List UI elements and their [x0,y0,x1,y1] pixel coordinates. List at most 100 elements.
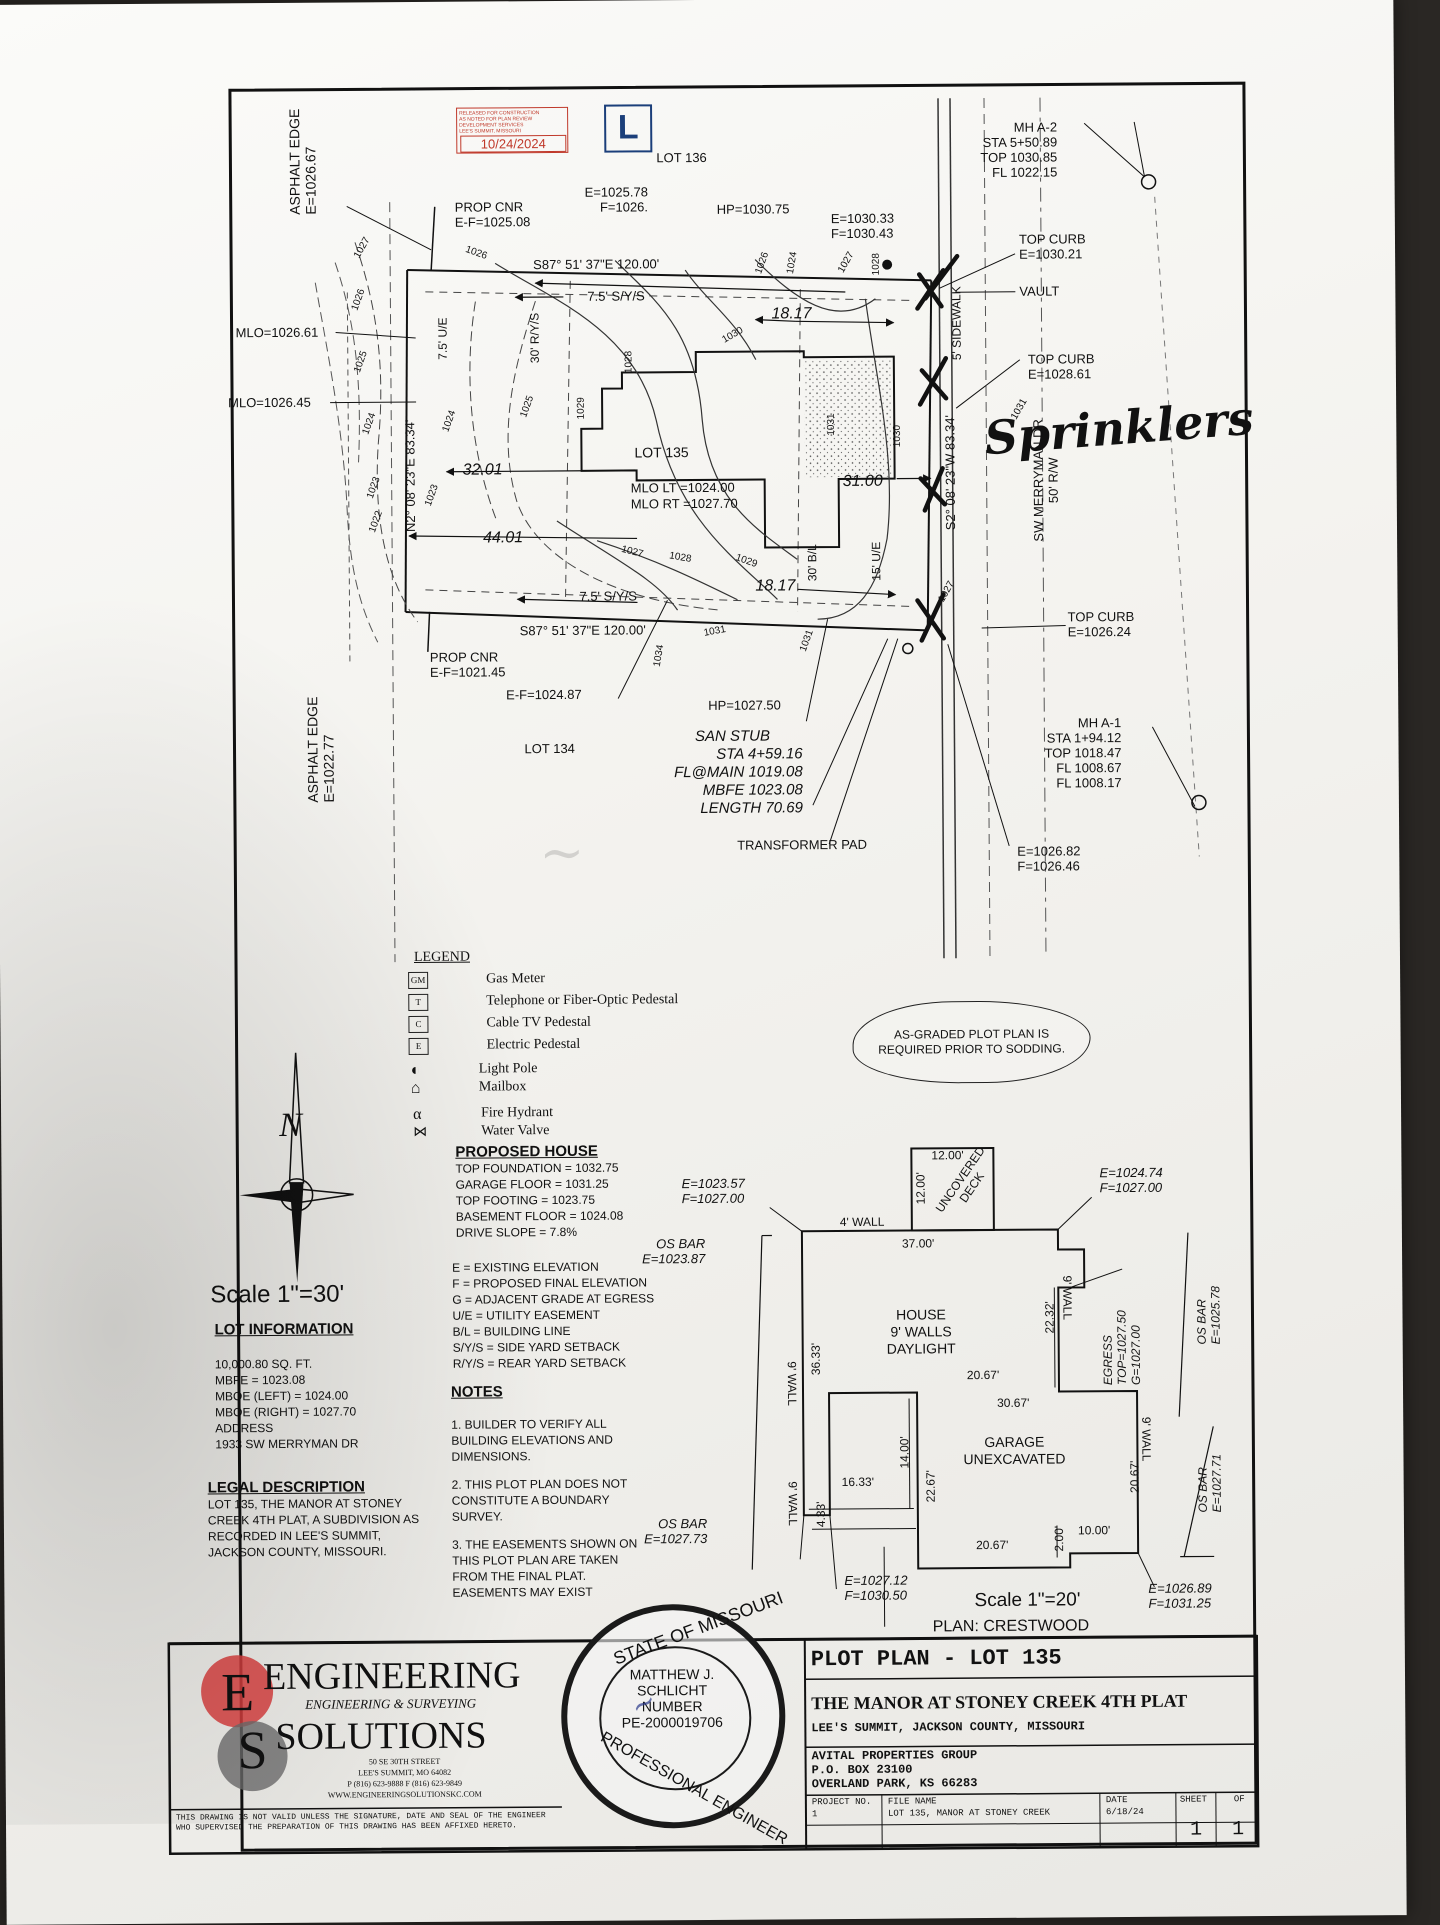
legend-label: Fire Hydrant [481,1105,553,1121]
ph-key: BASEMENT FLOOR = [456,1209,577,1224]
contour-label: 1030 [892,425,903,447]
san-stub-mbfe: MBFE 1023.08 [663,781,803,800]
cable-tv-pedestal-icon: C [408,1016,428,1033]
wall-9-bottom: 9' WALL [786,1481,800,1526]
elev-bottom-right: E=1026.82 F=1026.46 [1017,843,1080,873]
street-row: 50' R/W [1045,419,1061,542]
ph-key: DRIVE SLOPE = [456,1225,546,1240]
wall-4: 4' WALL [840,1215,885,1229]
hp-e-bottom-right: E=1026.89 F=1031.25 [1148,1580,1211,1610]
setback-syse-bottom: 7.5' S/Y/S [579,588,637,603]
wall-9-garage: 9' WALL [1139,1417,1153,1462]
location: LEE'S SUMMIT, JACKSON COUNTY, MISSOURI [811,1719,1085,1735]
house-label-1: HOUSE [886,1306,955,1323]
abbreviations: E = EXISTING ELEVATION F = PROPOSED FINA… [452,1258,655,1371]
hp-e-top-left: E=1023.57 F=1027.00 [682,1176,745,1206]
lot-info-line: 1933 SW MERRYMAN DR [215,1435,358,1452]
scale-bottom: Scale 1"=20' [974,1589,1080,1612]
hp-top: HP=1030.75 [717,201,790,217]
os-bar-tl-elev: E=1023.87 [642,1251,705,1266]
hp-e-bottom-right-f: F=1031.25 [1148,1595,1211,1610]
san-stub-sta: STA 4+59.16 [663,745,803,764]
os-bar-top-left: OS BAR E=1023.87 [642,1236,705,1266]
san-stub-fl: FL@MAIN 1019.08 [663,763,803,782]
legend-label: Electric Pedestal [487,1037,581,1053]
stamp-header-4: LEE'S SUMMIT, MISSOURI [459,128,565,135]
prop-cnr-top-elev: E-F=1025.08 [455,214,531,230]
prop-cnr-bottom-title: PROP CNR [430,649,506,665]
file-name-label: FILE NAME [888,1796,937,1806]
hp-bottom: HP=1027.50 [708,697,781,713]
lot-135-label: LOT 135 [634,444,688,460]
deck-height: 12.00' [913,1172,927,1204]
elev-top-right: E=1030.33 F=1030.43 [831,211,894,241]
lot-info-line: MBOE (LEFT) = 1024.00 [215,1387,358,1404]
egress-title: EGRESS [1100,1310,1115,1385]
street-label: SW MERRYMAN DR 50' R/W [1030,419,1061,542]
legal-title: LEGAL DESCRIPTION [208,1478,428,1497]
egress: EGRESS TOP=1027.50 G=1027.00 [1100,1310,1143,1385]
abbr-line: R/Y/S = REAR YARD SETBACK [453,1354,655,1371]
dim-18-17-bottom: 18.17 [755,577,795,595]
subdivision-name: THE MANOR AT STONEY CREEK 4TH PLAT [811,1691,1187,1715]
prop-cnr-top: PROP CNR E-F=1025.08 [455,199,531,230]
legal-description: LEGAL DESCRIPTION LOT 135, THE MANOR AT … [208,1478,429,1561]
os-bar-tl-title: OS BAR [642,1236,705,1251]
dim-20-67-b: 20.67' [1128,1461,1142,1493]
legend-label: Mailbox [479,1079,527,1094]
file-name: LOT 135, MANOR AT STONEY CREEK [888,1808,1050,1819]
dim-32-01: 32.01 [463,461,503,479]
bearing-bottom: S87° 51' 37"E 120.00' [520,622,646,638]
elev-bottom-right-f: F=1026.46 [1017,858,1080,873]
os-bar-right-2: OS BAR E=1027.71 [1195,1454,1223,1513]
abbr-line: F = PROPOSED FINAL ELEVATION [452,1274,654,1291]
mh-a1-fl1: FL 1008.67 [1045,760,1122,776]
lot-info-line: MBOE (RIGHT) = 1027.70 [215,1403,358,1420]
note-item: 1. BUILDER TO VERIFY ALL BUILDING ELEVAT… [451,1415,651,1464]
proposed-house-row: BASEMENT FLOOR = 1024.08 [456,1208,624,1225]
sheet-number: 1 [1190,1819,1202,1842]
dim-2-00: 2.00' [1052,1526,1066,1552]
lot-134-label: LOT 134 [524,741,574,756]
asphalt-edge-bottom: ASPHALT EDGE E=1022.77 [304,696,337,802]
legend-title: LEGEND [414,950,470,966]
os-bar-r1-elev: E=1025.78 [1208,1286,1222,1344]
dim-44-01: 44.01 [483,529,523,547]
of-label: OF [1234,1794,1245,1804]
ph-value: 1031.25 [565,1177,608,1191]
asphalt-edge-top-title: ASPHALT EDGE [286,109,303,215]
abbr-line: S/Y/S = SIDE YARD SETBACK [453,1338,655,1355]
ph-key: TOP FOUNDATION = [455,1161,571,1176]
setback-ryse: 30' R/Y/S [527,313,541,363]
setback-ue: 7.5' U/E [436,317,450,359]
lot-info-line: 10,000.80 SQ. FT. [215,1355,358,1372]
asphalt-edge-top-elev: E=1026.67 [302,109,319,215]
ph-value: 1024.08 [580,1209,623,1223]
company-name-1: ENGINEERING [263,1653,521,1699]
seal-number: PE-2000019706 [617,1714,727,1731]
mlo-lot: MLO LT =1024.00 MLO RT =1027.70 [631,480,738,513]
asphalt-edge-bottom-title: ASPHALT EDGE [304,697,321,803]
top-curb-2-elev: E=1028.61 [1028,366,1095,381]
hp-e-top-right-f: F=1027.00 [1100,1180,1163,1195]
legend-light-pole: ◐Light Pole [411,1061,538,1078]
top-curb-3-title: TOP CURB [1068,609,1135,624]
proposed-house-row: TOP FOUNDATION = 1032.75 [455,1160,623,1177]
mlo-rt: MLO RT =1027.70 [631,496,738,513]
asphalt-edge-bottom-elev: E=1022.77 [320,696,337,802]
top-curb-3-elev: E=1026.24 [1068,624,1135,639]
date-label: DATE [1106,1795,1128,1805]
legend-label: Cable TV Pedestal [486,1015,591,1031]
contour-label: 1029 [576,397,587,419]
legend-label: Telephone or Fiber-Optic Pedestal [486,992,678,1008]
signature-scribble: ~ [539,821,585,884]
dim-18-17-top: 18.17 [771,305,811,323]
deck-width: 12.00' [931,1148,963,1162]
dim-36-33: 36.33' [809,1343,823,1375]
os-bar-bottom-left: OS BAR E=1027.73 [644,1516,707,1546]
san-stub-length: LENGTH 70.69 [663,799,803,818]
mh-a2-fl: FL 1022.15 [980,164,1057,180]
elev-top-mid-f: F=1026. [585,199,648,214]
